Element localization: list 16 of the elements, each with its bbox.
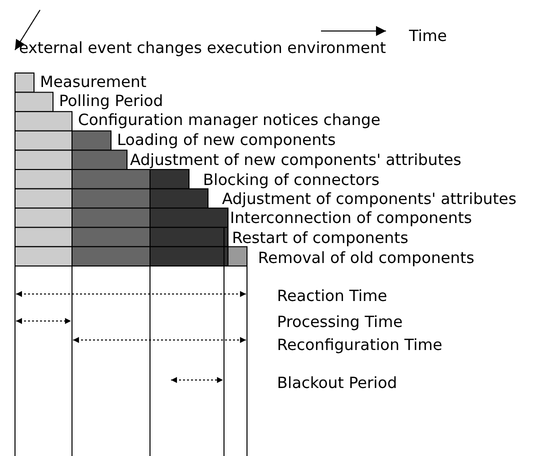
task-label: Blocking of connectors [203,171,380,189]
task-label: Configuration manager notices change [78,111,380,129]
period-label: Blackout Period [277,374,398,392]
task-label: Measurement [40,73,146,91]
task-label: Removal of old components [258,249,474,267]
task-label: Loading of new components [117,131,336,149]
axis-label: Time [409,27,447,45]
task-label: Interconnection of components [230,209,472,227]
task-label: Adjustment of components' attributes [222,190,516,208]
period-label: Reconfiguration Time [277,336,442,354]
task-label: Adjustment of new components' attributes [130,151,462,169]
period-label: Processing Time [277,313,403,331]
task-label: Restart of components [232,229,408,247]
period-label: Reaction Time [277,287,388,305]
task-label: Polling Period [59,92,164,110]
axis-label: external event changes execution environment [19,39,386,57]
